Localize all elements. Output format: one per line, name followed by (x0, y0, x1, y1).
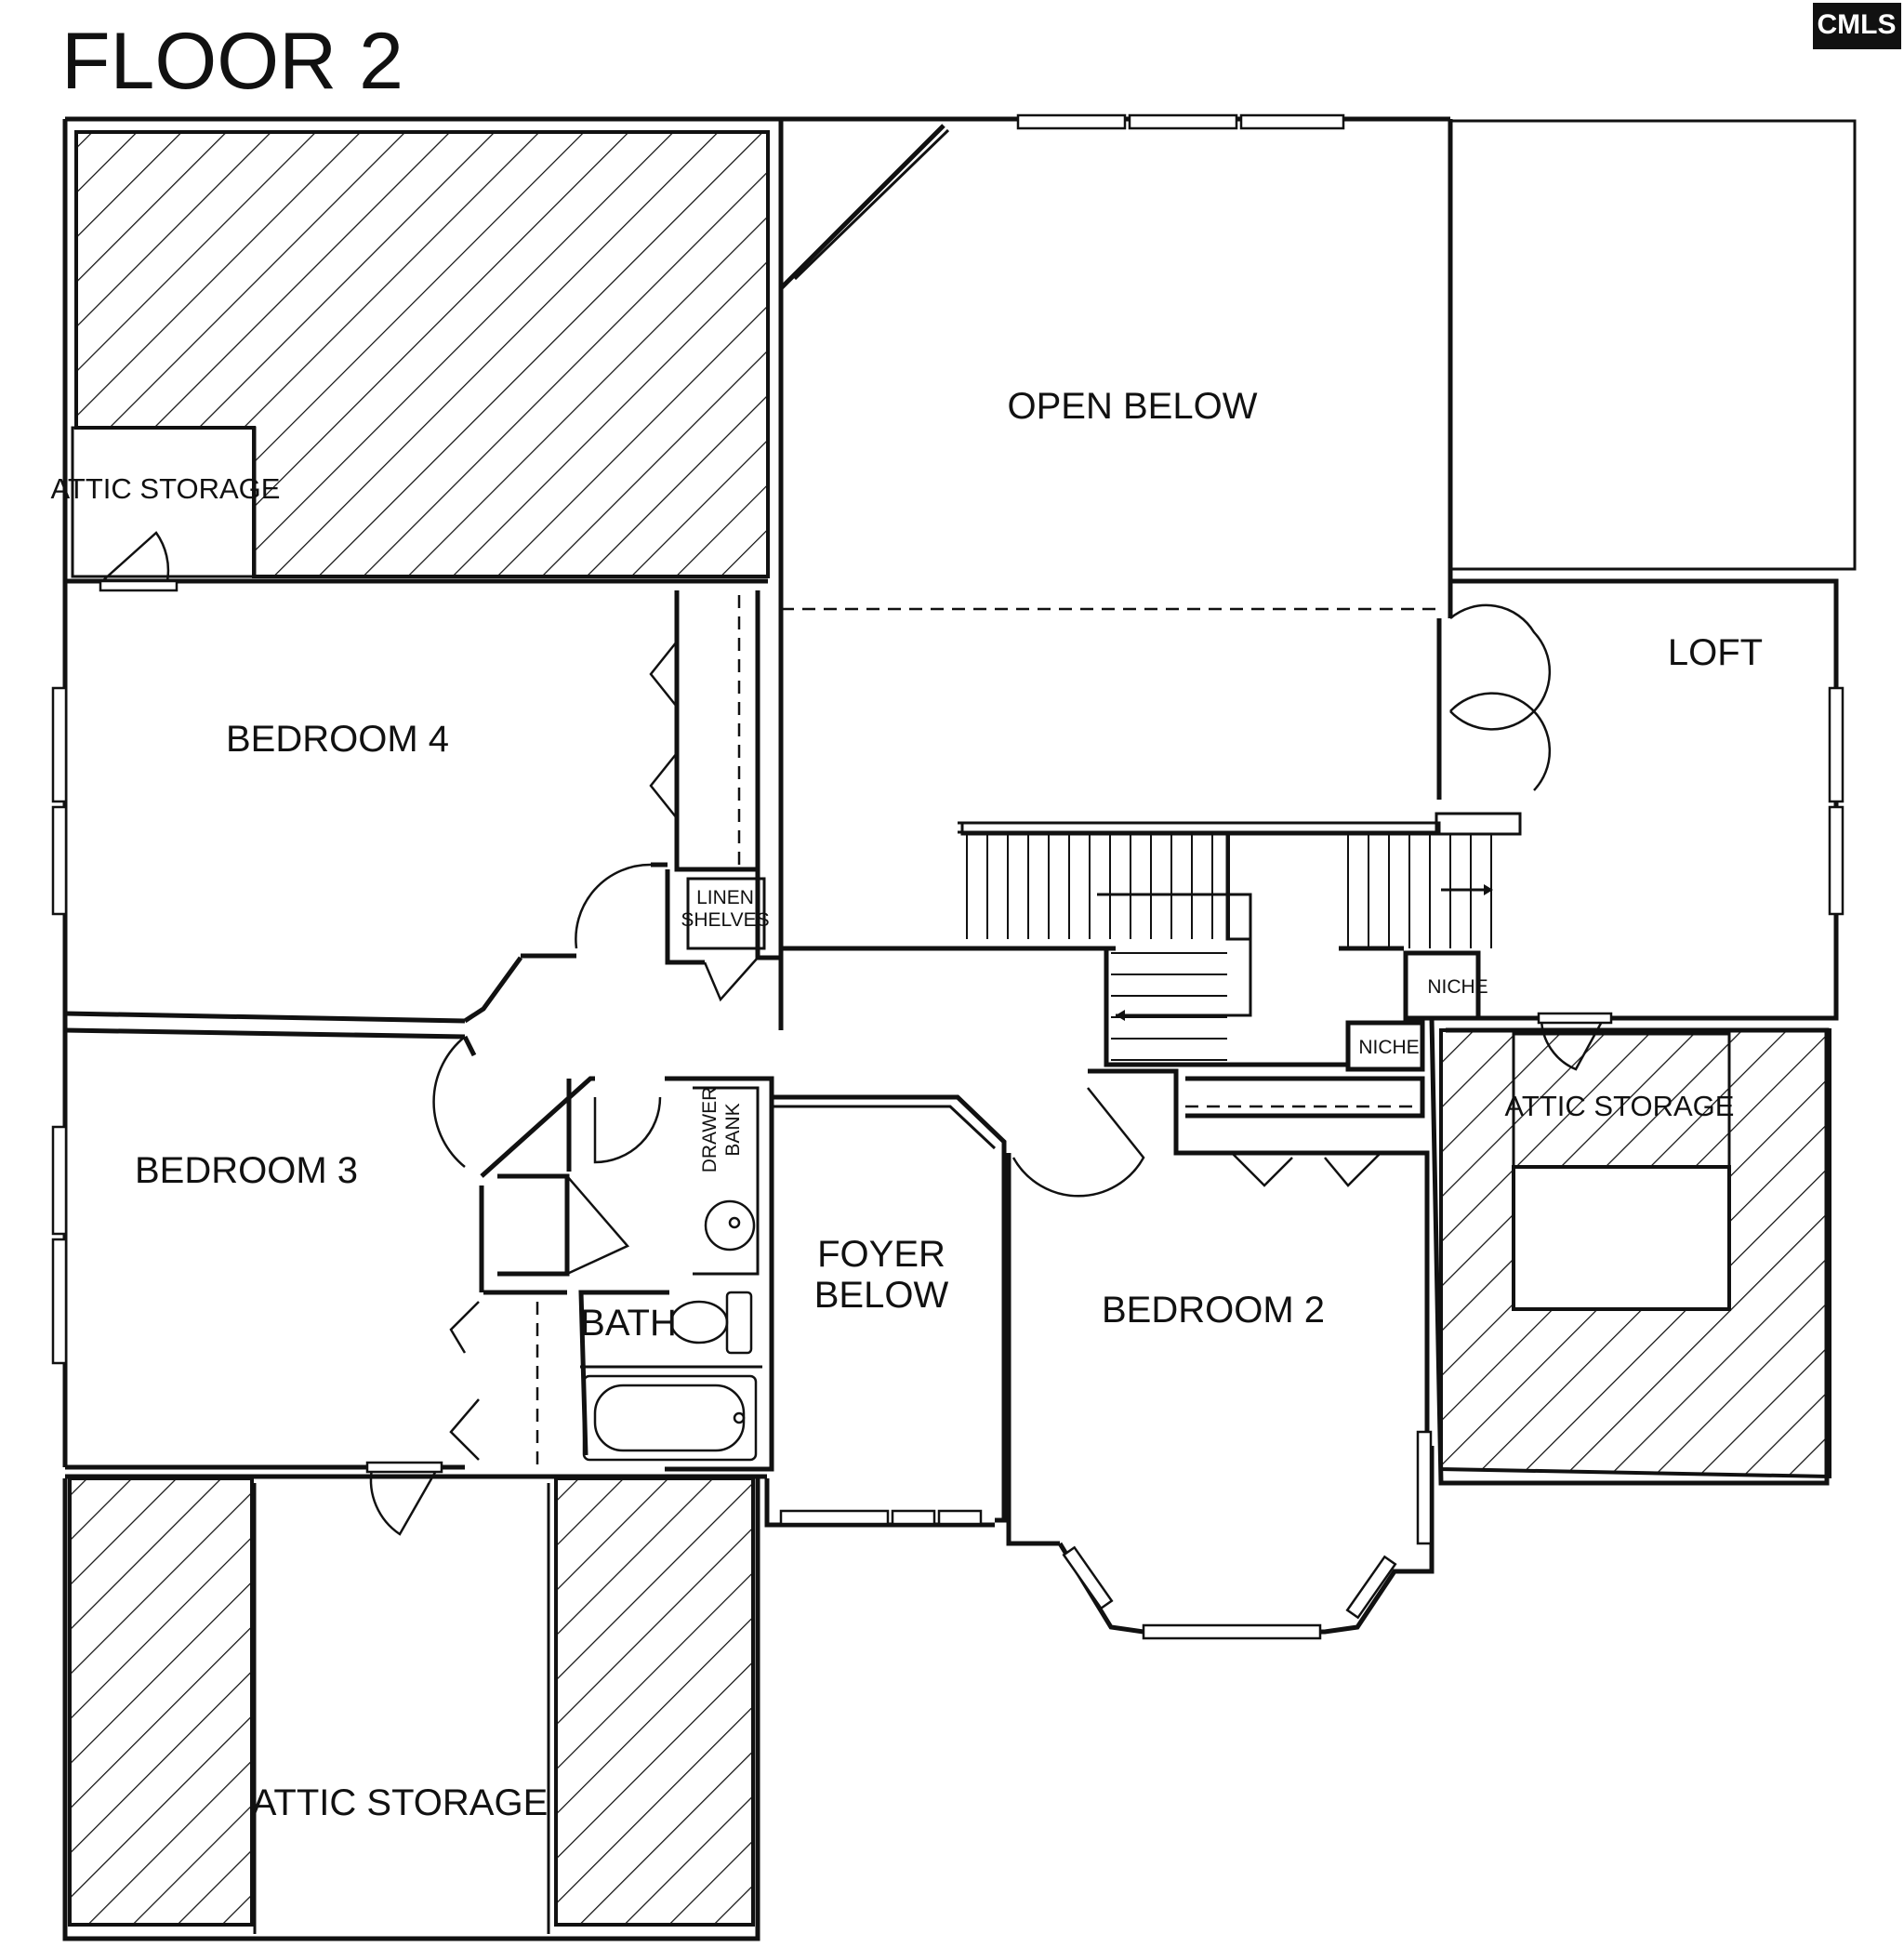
label-attic-storage-e: ATTIC STORAGE (1505, 1090, 1735, 1122)
label-bedroom-3: BEDROOM 3 (135, 1150, 358, 1191)
label-bedroom-2: BEDROOM 2 (1102, 1290, 1325, 1331)
windows (51, 113, 1844, 1640)
toilet-bowl (669, 1300, 729, 1344)
cmls-logo: CMLS (1813, 3, 1901, 49)
label-attic-storage-s: ATTIC STORAGE (252, 1782, 549, 1823)
label-niche-1: NICHE (1427, 976, 1488, 998)
label-foyer-1: FOYER (817, 1234, 945, 1275)
label-foyer-2: BELOW (814, 1275, 949, 1316)
sink (704, 1199, 756, 1252)
stairs (960, 812, 1522, 1061)
label-linen-1: LINEN (696, 887, 754, 908)
label-attic-storage-nw: ATTIC STORAGE (51, 472, 281, 505)
label-niche-2: NICHE (1358, 1037, 1419, 1058)
bath-fixtures (582, 1199, 758, 1462)
label-loft: LOFT (1668, 632, 1763, 673)
logo-text: CMLS (1818, 9, 1897, 40)
room-labels: OPEN BELOW LOFT BEDROOM 4 BEDROOM 3 BEDR… (51, 386, 1764, 1823)
toilet-tank (725, 1291, 753, 1355)
floor-title: FLOOR 2 (61, 17, 403, 106)
label-bath: BATH (580, 1303, 677, 1344)
label-bedroom-4: BEDROOM 4 (226, 719, 449, 760)
label-linen-2: SHELVES (681, 909, 769, 931)
label-drawer-2: BANK (722, 1103, 744, 1156)
doors (99, 531, 1613, 1536)
label-open-below: OPEN BELOW (1008, 386, 1258, 427)
bathtub (582, 1374, 758, 1462)
label-drawer-1: DRAWER (699, 1087, 721, 1173)
